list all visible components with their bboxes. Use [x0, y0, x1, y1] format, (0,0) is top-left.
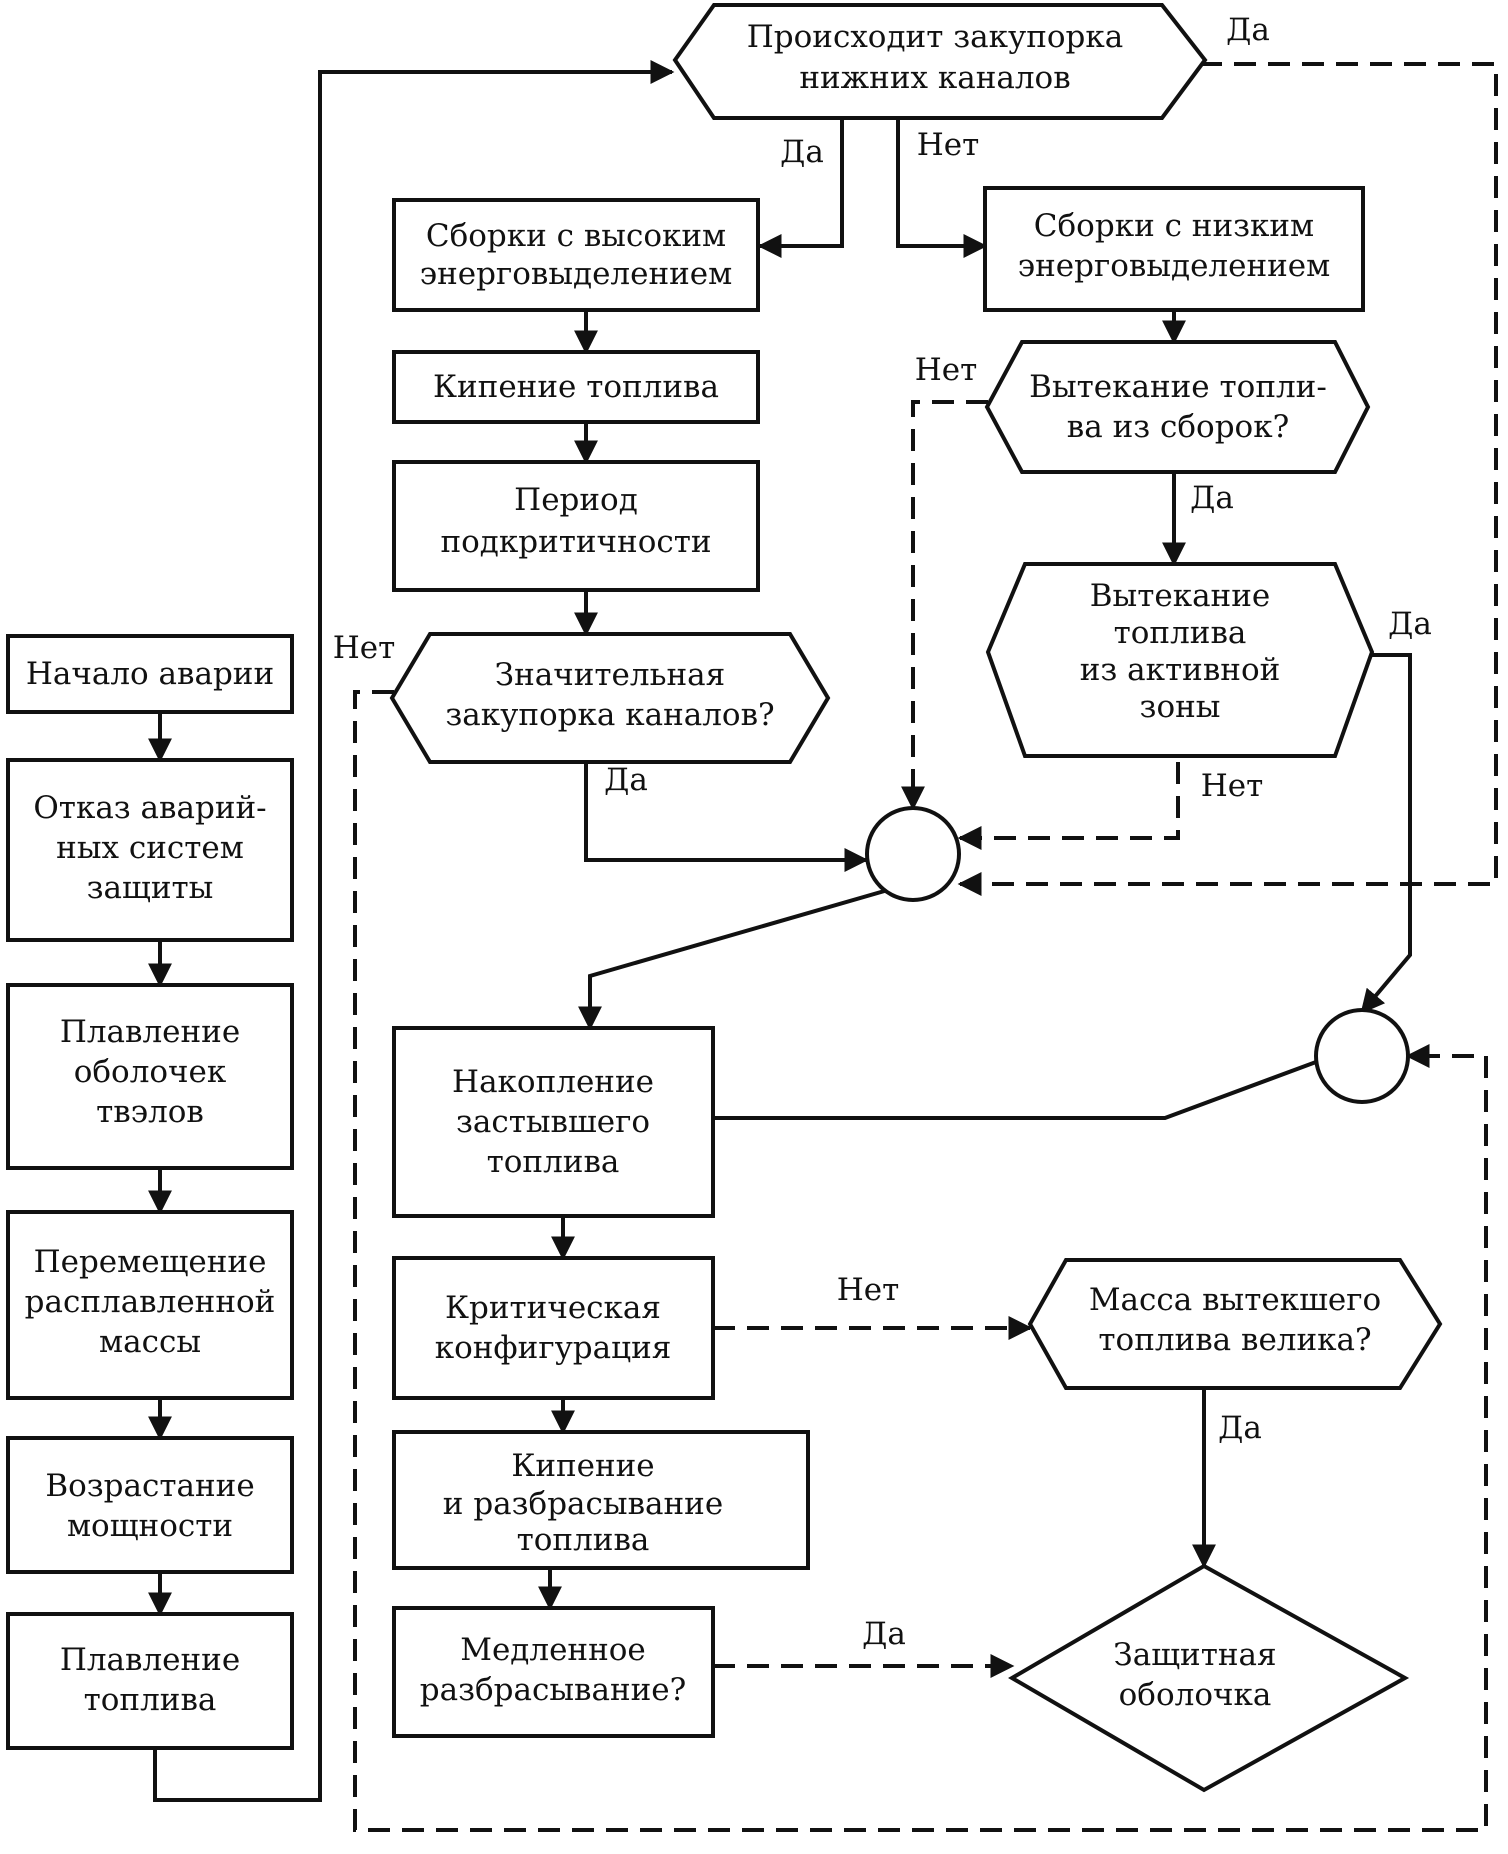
- edge-junction2-to-frozen: [713, 1060, 1317, 1120]
- node-protection-failure: Отказ аварий- ных систем защиты: [6, 758, 294, 942]
- edge-leak-core-no-dashed: [957, 762, 1180, 850]
- svg-text:массы: массы: [99, 1324, 201, 1360]
- svg-text:Плавление: Плавление: [60, 1014, 240, 1050]
- node-high-power-assemblies: Сборки с высоким энерговыделением: [392, 198, 760, 312]
- label-leak-core-no: Нет: [1201, 768, 1264, 804]
- svg-text:Возрастание: Возрастание: [45, 1468, 254, 1504]
- svg-text:энерговыделением: энерговыделением: [420, 256, 733, 292]
- svg-text:из активной: из активной: [1080, 652, 1281, 688]
- svg-text:нижних каналов: нижних каналов: [799, 60, 1070, 96]
- svg-text:застывшего: застывшего: [456, 1104, 650, 1140]
- edge-significant-yes-to-junction: [584, 762, 869, 872]
- svg-text:топлива велика?: топлива велика?: [1098, 1322, 1371, 1358]
- svg-text:Сборки с низким: Сборки с низким: [1034, 208, 1314, 244]
- svg-text:Накопление: Накопление: [452, 1064, 654, 1100]
- node-frozen-fuel: Накопление застывшего топлива: [392, 1026, 715, 1218]
- node-low-power-assemblies: Сборки с низким энерговыделением: [983, 186, 1365, 312]
- svg-text:подкритичности: подкритичности: [440, 524, 711, 560]
- decision-leaked-mass: Масса вытекшего топлива велика?: [1027, 1258, 1443, 1390]
- node-subcritical-period: Период подкритичности: [392, 460, 760, 592]
- label-blockage-no: Нет: [917, 127, 980, 163]
- svg-text:Сборки с высоким: Сборки с высоким: [426, 218, 726, 254]
- node-power-rise: Возрастание мощности: [6, 1436, 294, 1574]
- svg-text:энерговыделением: энерговыделением: [1018, 248, 1331, 284]
- svg-text:конфигурация: конфигурация: [435, 1330, 672, 1366]
- label-blockage-yes-right: Да: [1226, 12, 1270, 48]
- junction-upper: [865, 806, 961, 902]
- label-leak-assemblies-yes: Да: [1190, 480, 1234, 516]
- node-critical-config: Критическая конфигурация: [392, 1256, 715, 1400]
- svg-text:Масса вытекшего: Масса вытекшего: [1089, 1282, 1381, 1318]
- edge-blockage-no-to-low: [896, 118, 988, 258]
- svg-text:Плавление: Плавление: [60, 1642, 240, 1678]
- svg-text:топлива: топлива: [487, 1144, 620, 1180]
- edge-fuelmelt-to-blockage: [153, 60, 675, 1802]
- svg-text:зоны: зоны: [1140, 689, 1221, 725]
- node-cladding-melt: Плавление оболочек твэлов: [6, 983, 294, 1170]
- label-significant-no: Нет: [333, 630, 396, 666]
- svg-text:топлива: топлива: [517, 1522, 650, 1558]
- svg-text:оболочка: оболочка: [1119, 1677, 1272, 1713]
- svg-text:оболочек: оболочек: [74, 1054, 227, 1090]
- label-critical-no: Нет: [837, 1272, 900, 1308]
- svg-text:разбрасывание?: разбрасывание?: [420, 1672, 686, 1708]
- node-containment: Защитная оболочка: [1008, 1563, 1410, 1793]
- svg-text:Период: Период: [514, 482, 638, 518]
- label-significant-yes: Да: [604, 762, 648, 798]
- node-fuel-boiling: Кипение топлива: [392, 350, 760, 424]
- label-leak-assemblies-no: Нет: [915, 352, 978, 388]
- svg-text:защиты: защиты: [87, 870, 214, 906]
- svg-text:Значительная: Значительная: [495, 657, 725, 693]
- edge-blockage-yes-right-dashed: [957, 62, 1498, 896]
- decision-significant-blockage: Значительная закупорка каналов?: [389, 632, 831, 764]
- svg-text:Отказ аварий-: Отказ аварий-: [33, 790, 266, 826]
- svg-text:Вытекание топли-: Вытекание топли-: [1029, 369, 1327, 405]
- edge-blockage-yes-to-high: [757, 118, 844, 258]
- svg-text:Вытекание: Вытекание: [1090, 578, 1270, 614]
- svg-text:Медленное: Медленное: [460, 1632, 646, 1668]
- label-blockage-yes: Да: [780, 134, 824, 170]
- junction-lower: [1314, 1008, 1410, 1104]
- label-leak-core-yes: Да: [1388, 606, 1432, 642]
- svg-text:Кипение топлива: Кипение топлива: [433, 369, 719, 405]
- svg-text:расплавленной: расплавленной: [25, 1284, 276, 1320]
- svg-text:Перемещение: Перемещение: [34, 1244, 267, 1280]
- node-fuel-melt: Плавление топлива: [6, 1612, 294, 1750]
- svg-text:топлива: топлива: [1114, 615, 1247, 651]
- decision-lower-channel-blockage: Происходит закупорка нижних каналов: [672, 2, 1208, 120]
- svg-text:ных систем: ных систем: [56, 830, 244, 866]
- label-slow-yes: Да: [862, 1616, 906, 1652]
- svg-text:ва из сборок?: ва из сборок?: [1067, 409, 1289, 445]
- svg-text:мощности: мощности: [67, 1508, 233, 1544]
- label-mass-yes: Да: [1218, 1410, 1262, 1446]
- edge-junction1-to-frozen: [578, 888, 889, 1031]
- edge-significant-no-dashed: [353, 690, 1488, 1832]
- svg-text:Начало аварии: Начало аварии: [26, 656, 274, 692]
- decision-fuel-leak-assemblies: Вытекание топли- ва из сборок?: [984, 340, 1371, 474]
- node-boil-dispersal: Кипение и разбрасывание топлива: [392, 1430, 810, 1570]
- decision-fuel-leak-core: Вытекание топлива из активной зоны: [985, 562, 1375, 758]
- svg-text:Защитная: Защитная: [1113, 1637, 1276, 1673]
- svg-text:топлива: топлива: [84, 1682, 217, 1718]
- decision-slow-dispersal: Медленное разбрасывание?: [392, 1606, 715, 1738]
- svg-text:Критическая: Критическая: [445, 1290, 661, 1326]
- connectors: [148, 60, 1498, 1832]
- svg-text:и разбрасывание: и разбрасывание: [443, 1486, 723, 1522]
- node-start: Начало аварии: [6, 634, 294, 714]
- svg-text:закупорка каналов?: закупорка каналов?: [445, 697, 774, 733]
- node-melt-relocation: Перемещение расплавленной массы: [6, 1210, 294, 1400]
- svg-text:Кипение: Кипение: [511, 1448, 654, 1484]
- svg-text:Происходит закупорка: Происходит закупорка: [747, 19, 1124, 55]
- svg-text:твэлов: твэлов: [96, 1094, 204, 1130]
- edge-labels: Да Да Нет Нет Да Нет Да Да Нет Нет Да Да: [333, 12, 1432, 1652]
- edge-leak-core-yes: [1360, 653, 1412, 1014]
- edge-leak-assemblies-no-dashed: [901, 400, 988, 811]
